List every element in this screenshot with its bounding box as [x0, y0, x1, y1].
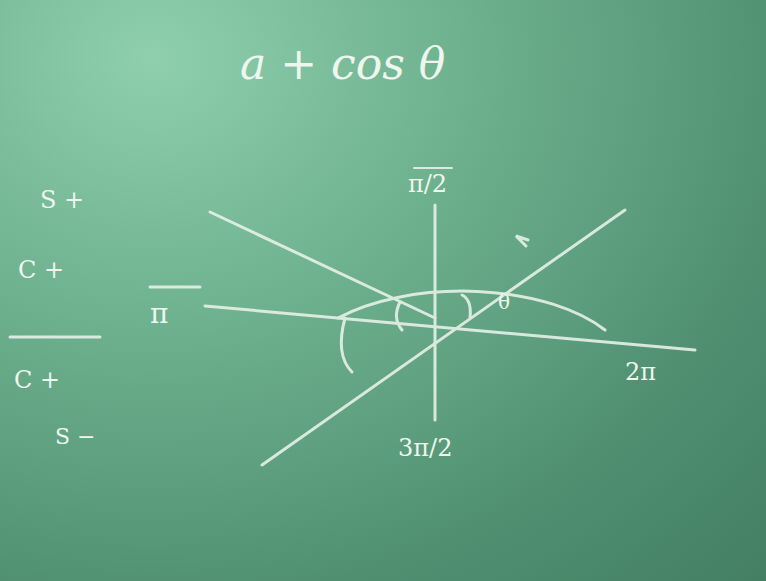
sign-note: C + — [18, 258, 64, 282]
chalk-divider — [10, 336, 100, 339]
angle-mark: 2π — [625, 360, 656, 384]
chalk-bar — [414, 167, 452, 169]
angle-mark: π/2 — [408, 172, 447, 196]
radius-line — [262, 210, 625, 465]
angle-arc — [341, 318, 352, 372]
angle-symbol: θ — [498, 292, 510, 312]
angle-arc — [396, 302, 402, 330]
sign-note: C + — [14, 368, 60, 392]
board-heading: a + cos θ — [240, 42, 445, 86]
arc-arrowhead — [516, 236, 528, 246]
horizontal-axis — [205, 306, 695, 350]
sign-note: S − — [55, 426, 96, 448]
rotation-arc — [338, 291, 605, 330]
vertical-axis — [434, 205, 437, 420]
chalk-bar — [150, 286, 200, 289]
angle-mark: 3π/2 — [398, 436, 452, 460]
sign-note: S + — [40, 188, 84, 212]
angle-arc — [462, 295, 470, 318]
angle-mark: π — [150, 300, 168, 328]
